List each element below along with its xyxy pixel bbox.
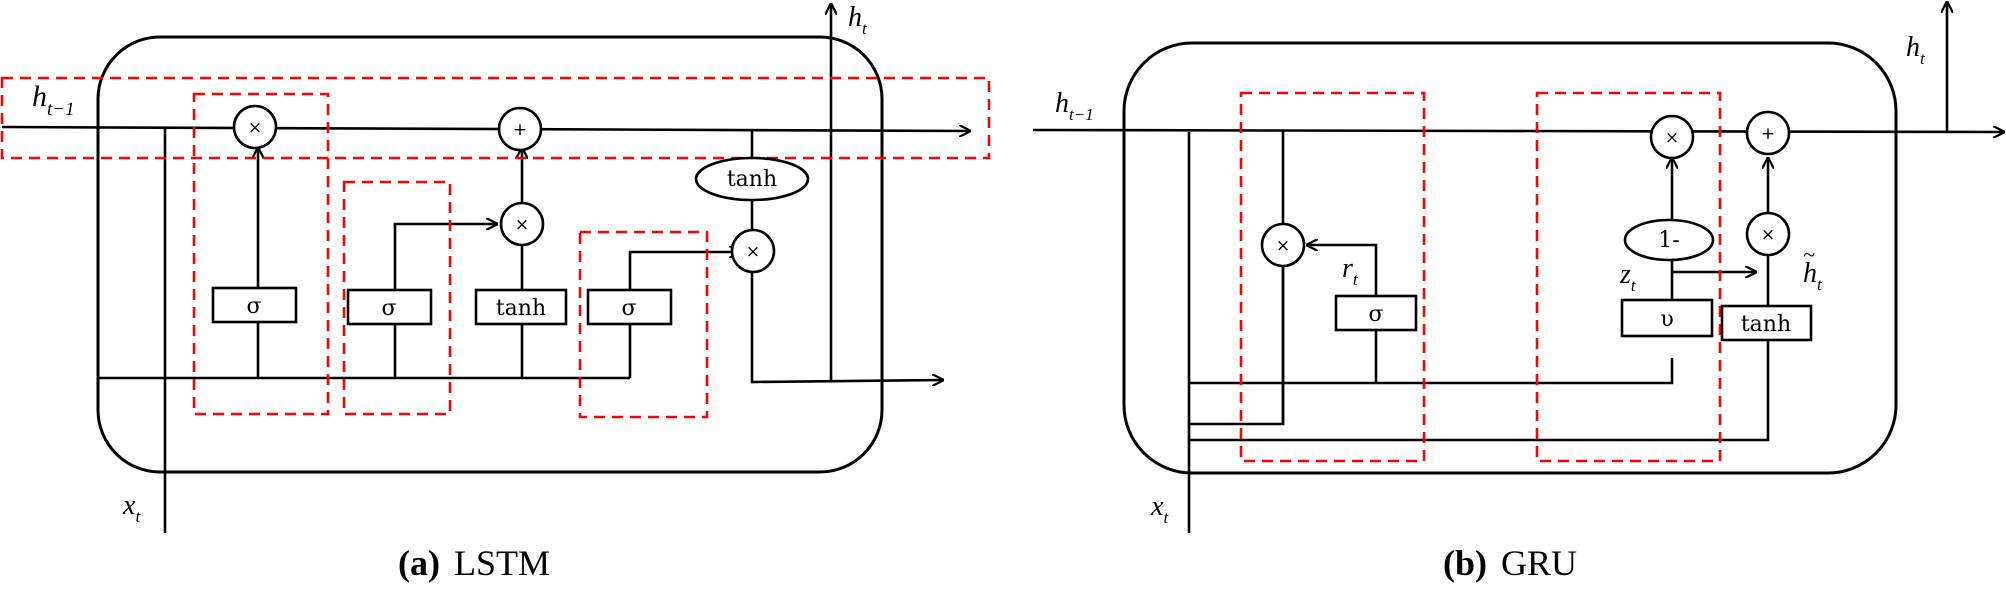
- gru-hidden-add: +: [1745, 110, 1791, 156]
- svg-text:tanh: tanh: [1741, 312, 1791, 337]
- lstm-input-gate: σ: [346, 288, 433, 326]
- gru-reset-label: rt: [1342, 253, 1359, 289]
- gru-reset-gate-highlight: [1239, 91, 1426, 463]
- lstm-input-multiply: ×: [499, 201, 545, 247]
- gru-cell-boundary: [1122, 41, 1898, 475]
- gru-update-multiply: ×: [1649, 114, 1695, 160]
- svg-text:×: ×: [1761, 225, 1775, 245]
- gru-input-label: xt: [1150, 491, 1169, 527]
- gru-one-minus: 1-: [1623, 218, 1715, 262]
- gru-reset-path: [1307, 245, 1378, 296]
- svg-text:υ: υ: [1660, 307, 1673, 332]
- lstm-prev-hidden-label: ht−1: [32, 80, 75, 120]
- gru-candidate-tanh-gate: tanh: [1720, 304, 1813, 342]
- svg-text:+: +: [1761, 124, 1775, 144]
- lstm-cell-tanh: tanh: [694, 156, 810, 202]
- lstm-input-label: xt: [122, 490, 141, 526]
- gru-output-label: ht: [1906, 32, 1926, 68]
- svg-text:~: ~: [1803, 242, 1815, 267]
- lstm-caption: (a)LSTM: [398, 543, 550, 583]
- gru-update-gate: υ: [1620, 298, 1714, 338]
- svg-text:σ: σ: [1368, 302, 1383, 327]
- gru-candidate-multiply: ×: [1745, 211, 1791, 257]
- lstm-output-label: ht: [848, 2, 868, 38]
- gru-reset-multiply: ×: [1260, 222, 1306, 268]
- lstm-cell-add: +: [497, 106, 543, 152]
- lstm-forget-multiply: ×: [232, 104, 278, 150]
- gru-update-gate-highlight: [1535, 91, 1722, 463]
- lstm-forget-gate: σ: [211, 286, 298, 324]
- svg-text:σ: σ: [246, 294, 261, 319]
- gru-update-label: zt: [1619, 259, 1637, 295]
- svg-text:×: ×: [248, 118, 262, 138]
- svg-text:tanh: tanh: [727, 167, 777, 192]
- svg-text:σ: σ: [621, 296, 636, 321]
- lstm-hidden-output-path: [750, 270, 943, 382]
- svg-text:×: ×: [1276, 236, 1290, 256]
- lstm-cell-state-line: [1, 127, 970, 131]
- gru-candidate-label: ~ ht: [1803, 242, 1823, 294]
- svg-text:1-: 1-: [1658, 228, 1679, 253]
- svg-text:ht: ht: [1803, 258, 1823, 294]
- lstm-output-multiply: ×: [730, 228, 776, 274]
- svg-text:+: +: [513, 120, 527, 140]
- gru-bus-gates: [1189, 358, 1674, 385]
- gru-reset-gate: σ: [1334, 294, 1418, 332]
- gru-panel: × × + × 1- σ υ tanh: [1032, 2, 2004, 583]
- gru-hidden-line: [1032, 130, 2004, 132]
- svg-text:×: ×: [1665, 128, 1679, 148]
- svg-text:×: ×: [515, 215, 529, 235]
- lstm-forget-gate-highlight: [192, 92, 330, 416]
- lstm-cell-boundary: [96, 35, 884, 474]
- lstm-panel: × + × × tanh σ σ tanh: [0, 2, 991, 583]
- lstm-candidate-tanh-gate: tanh: [474, 288, 568, 326]
- lstm-cell-state-highlight: [0, 76, 991, 160]
- svg-text:tanh: tanh: [496, 296, 546, 321]
- lstm-output-gate-path: [628, 252, 740, 378]
- gru-caption: (b)GRU: [1443, 543, 1577, 583]
- gru-bus-candidate: [1189, 340, 1770, 442]
- svg-text:×: ×: [746, 242, 760, 262]
- gru-prev-hidden-to-reset: [1189, 131, 1285, 426]
- lstm-output-gate-highlight: [578, 230, 709, 419]
- svg-text:σ: σ: [381, 296, 396, 321]
- lstm-input-gate-path: [393, 224, 497, 378]
- lstm-input-gate-highlight: [342, 180, 452, 416]
- lstm-output-gate: σ: [586, 288, 673, 326]
- gru-prev-hidden-label: ht−1: [1055, 88, 1094, 124]
